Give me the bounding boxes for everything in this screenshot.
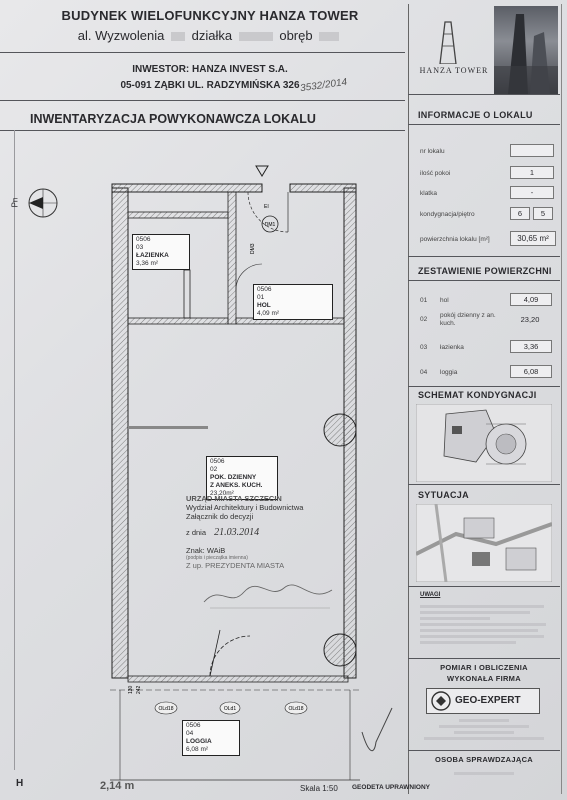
window-label-1: OLd18 xyxy=(158,706,173,712)
area-name-bath: łazienka xyxy=(440,344,464,351)
area-name-loggia: loggia xyxy=(440,369,458,376)
dimension-label-2: 242 xyxy=(136,685,142,694)
company-address xyxy=(420,716,548,743)
info-label-nr: nr lokalu xyxy=(420,148,445,155)
door-label-dm3: DM3 xyxy=(250,243,256,254)
area-no-02: 02 xyxy=(420,316,428,323)
room-label-hall: 0506 01 HOL 4,09 m² xyxy=(253,284,333,320)
floor-plan: DM1 DM3 EI OLd18 OLd1 OLd18 130 242 xyxy=(110,165,360,781)
area-no-04: 04 xyxy=(420,369,428,376)
building-title: BUDYNEK WIELOFUNKCYJNY HANZA TOWER xyxy=(61,8,359,23)
hanza-logo-icon xyxy=(439,21,457,64)
info-label-area: powierzchnia lokalu [m²] xyxy=(420,236,490,243)
areas-title: ZESTAWIENIE POWIERZCHNI xyxy=(418,266,552,276)
area-value-bath: 3,36 xyxy=(510,340,552,353)
info-label-stair: klatka xyxy=(420,190,437,197)
window-label-2: OLd1 xyxy=(224,706,236,712)
info-value-area: 30,65 m² xyxy=(510,231,556,246)
area-value-loggia: 6,08 xyxy=(510,365,552,378)
investor-name: INWESTOR: HANZA INVEST S.A. xyxy=(132,64,288,75)
info-value-stair: - xyxy=(510,186,554,199)
title-rule-bottom xyxy=(0,130,405,131)
header-rule xyxy=(0,52,405,53)
approval-stamp: URZĄD MIASTA SZCZECIN Wydział Architektu… xyxy=(186,494,304,570)
company-name: GEO-EXPERT xyxy=(455,695,521,706)
tower-photo xyxy=(494,6,558,94)
investor-address: 05-091 ZĄBKI UL. RADZYMIŃSKA 326 xyxy=(120,80,300,91)
electric-label: EI xyxy=(264,204,269,210)
info-value-level: 5 xyxy=(533,207,553,220)
areas-bottom-rule xyxy=(408,386,560,387)
room-label-loggia: 0506 04 LOGGIA 6,08 m² xyxy=(182,720,240,756)
inspector-name xyxy=(454,772,514,775)
info-rule xyxy=(408,124,560,125)
geo-expert-logo-icon xyxy=(431,691,451,711)
margin-line xyxy=(14,130,15,770)
area-name-hol: hol xyxy=(440,297,449,304)
door-label-dm1: DM1 xyxy=(265,222,276,228)
title-rule-top xyxy=(0,100,405,101)
pen-mark xyxy=(361,707,393,752)
osoba-title: OSOBA SPRAWDZAJĄCA xyxy=(434,755,534,764)
company-bottom-rule xyxy=(408,750,560,751)
window-label-3: OLd18 xyxy=(288,706,303,712)
document-title: INWENTARYZACJA POWYKONAWCZA LOKALU xyxy=(30,112,316,126)
north-label: Pn xyxy=(10,197,20,208)
schemat-bottom-rule xyxy=(408,484,560,485)
info-bottom-rule xyxy=(408,256,560,257)
uwagi-bottom-rule xyxy=(408,658,560,659)
brand-rule xyxy=(408,94,560,95)
signature-scribble xyxy=(203,584,333,609)
address-line: al. Wyzwolenia działka obręb xyxy=(30,28,390,43)
wykonala-title: WYKONAŁA FIRMA xyxy=(447,674,521,683)
area-value-living: 23,20 xyxy=(520,315,540,324)
info-title: INFORMACJE O LOKALU xyxy=(418,110,533,120)
geodeta-label: GEODETA UPRAWNIONY xyxy=(352,784,431,791)
pomiar-title: POMIAR I OBLICZENIA xyxy=(440,663,528,672)
scale-label: Skala 1:50 xyxy=(300,784,338,793)
uwagi-title: UWAGI xyxy=(420,592,441,598)
info-value-rooms: 1 xyxy=(510,166,554,179)
info-value-floor: 6 xyxy=(510,207,530,220)
site-map-icon xyxy=(416,504,552,582)
company-logo: GEO-EXPERT xyxy=(426,688,540,714)
area-no-01: 01 xyxy=(420,297,428,304)
room-label-bathroom: 0506 03 ŁAZIENKA 3,36 m² xyxy=(132,234,190,270)
tower-silhouette-icon xyxy=(494,14,558,94)
info-value-nr xyxy=(510,144,554,157)
info-label-floor: kondygnacja/piętro xyxy=(420,211,475,218)
uwagi-notes xyxy=(420,602,550,647)
room-label-living: 0506 02 POK. DZIENNY Z ANEKS. KUCH. 23,2… xyxy=(206,456,278,500)
info-label-rooms: ilość pokoi xyxy=(420,170,451,177)
scale-bar-label: 2,14 m xyxy=(100,780,135,792)
area-no-03: 03 xyxy=(420,344,428,351)
dimension-label-1: 130 xyxy=(128,685,134,694)
north-arrow-icon xyxy=(28,188,58,218)
floor-schema-icon xyxy=(416,404,552,482)
schemat-title: SCHEMAT KONDYGNACJI xyxy=(418,390,537,400)
info-column xyxy=(408,4,562,794)
area-value-hol: 4,09 xyxy=(510,293,552,306)
footer-mark: H xyxy=(16,778,24,789)
area-name-living: pokój dzienny z an. kuch. xyxy=(440,312,496,327)
sytuacja-title: SYTUACJA xyxy=(418,490,469,500)
sytuacja-bottom-rule xyxy=(408,586,560,587)
brand-name: HANZA TOWER xyxy=(419,66,489,75)
areas-rule xyxy=(408,280,560,281)
